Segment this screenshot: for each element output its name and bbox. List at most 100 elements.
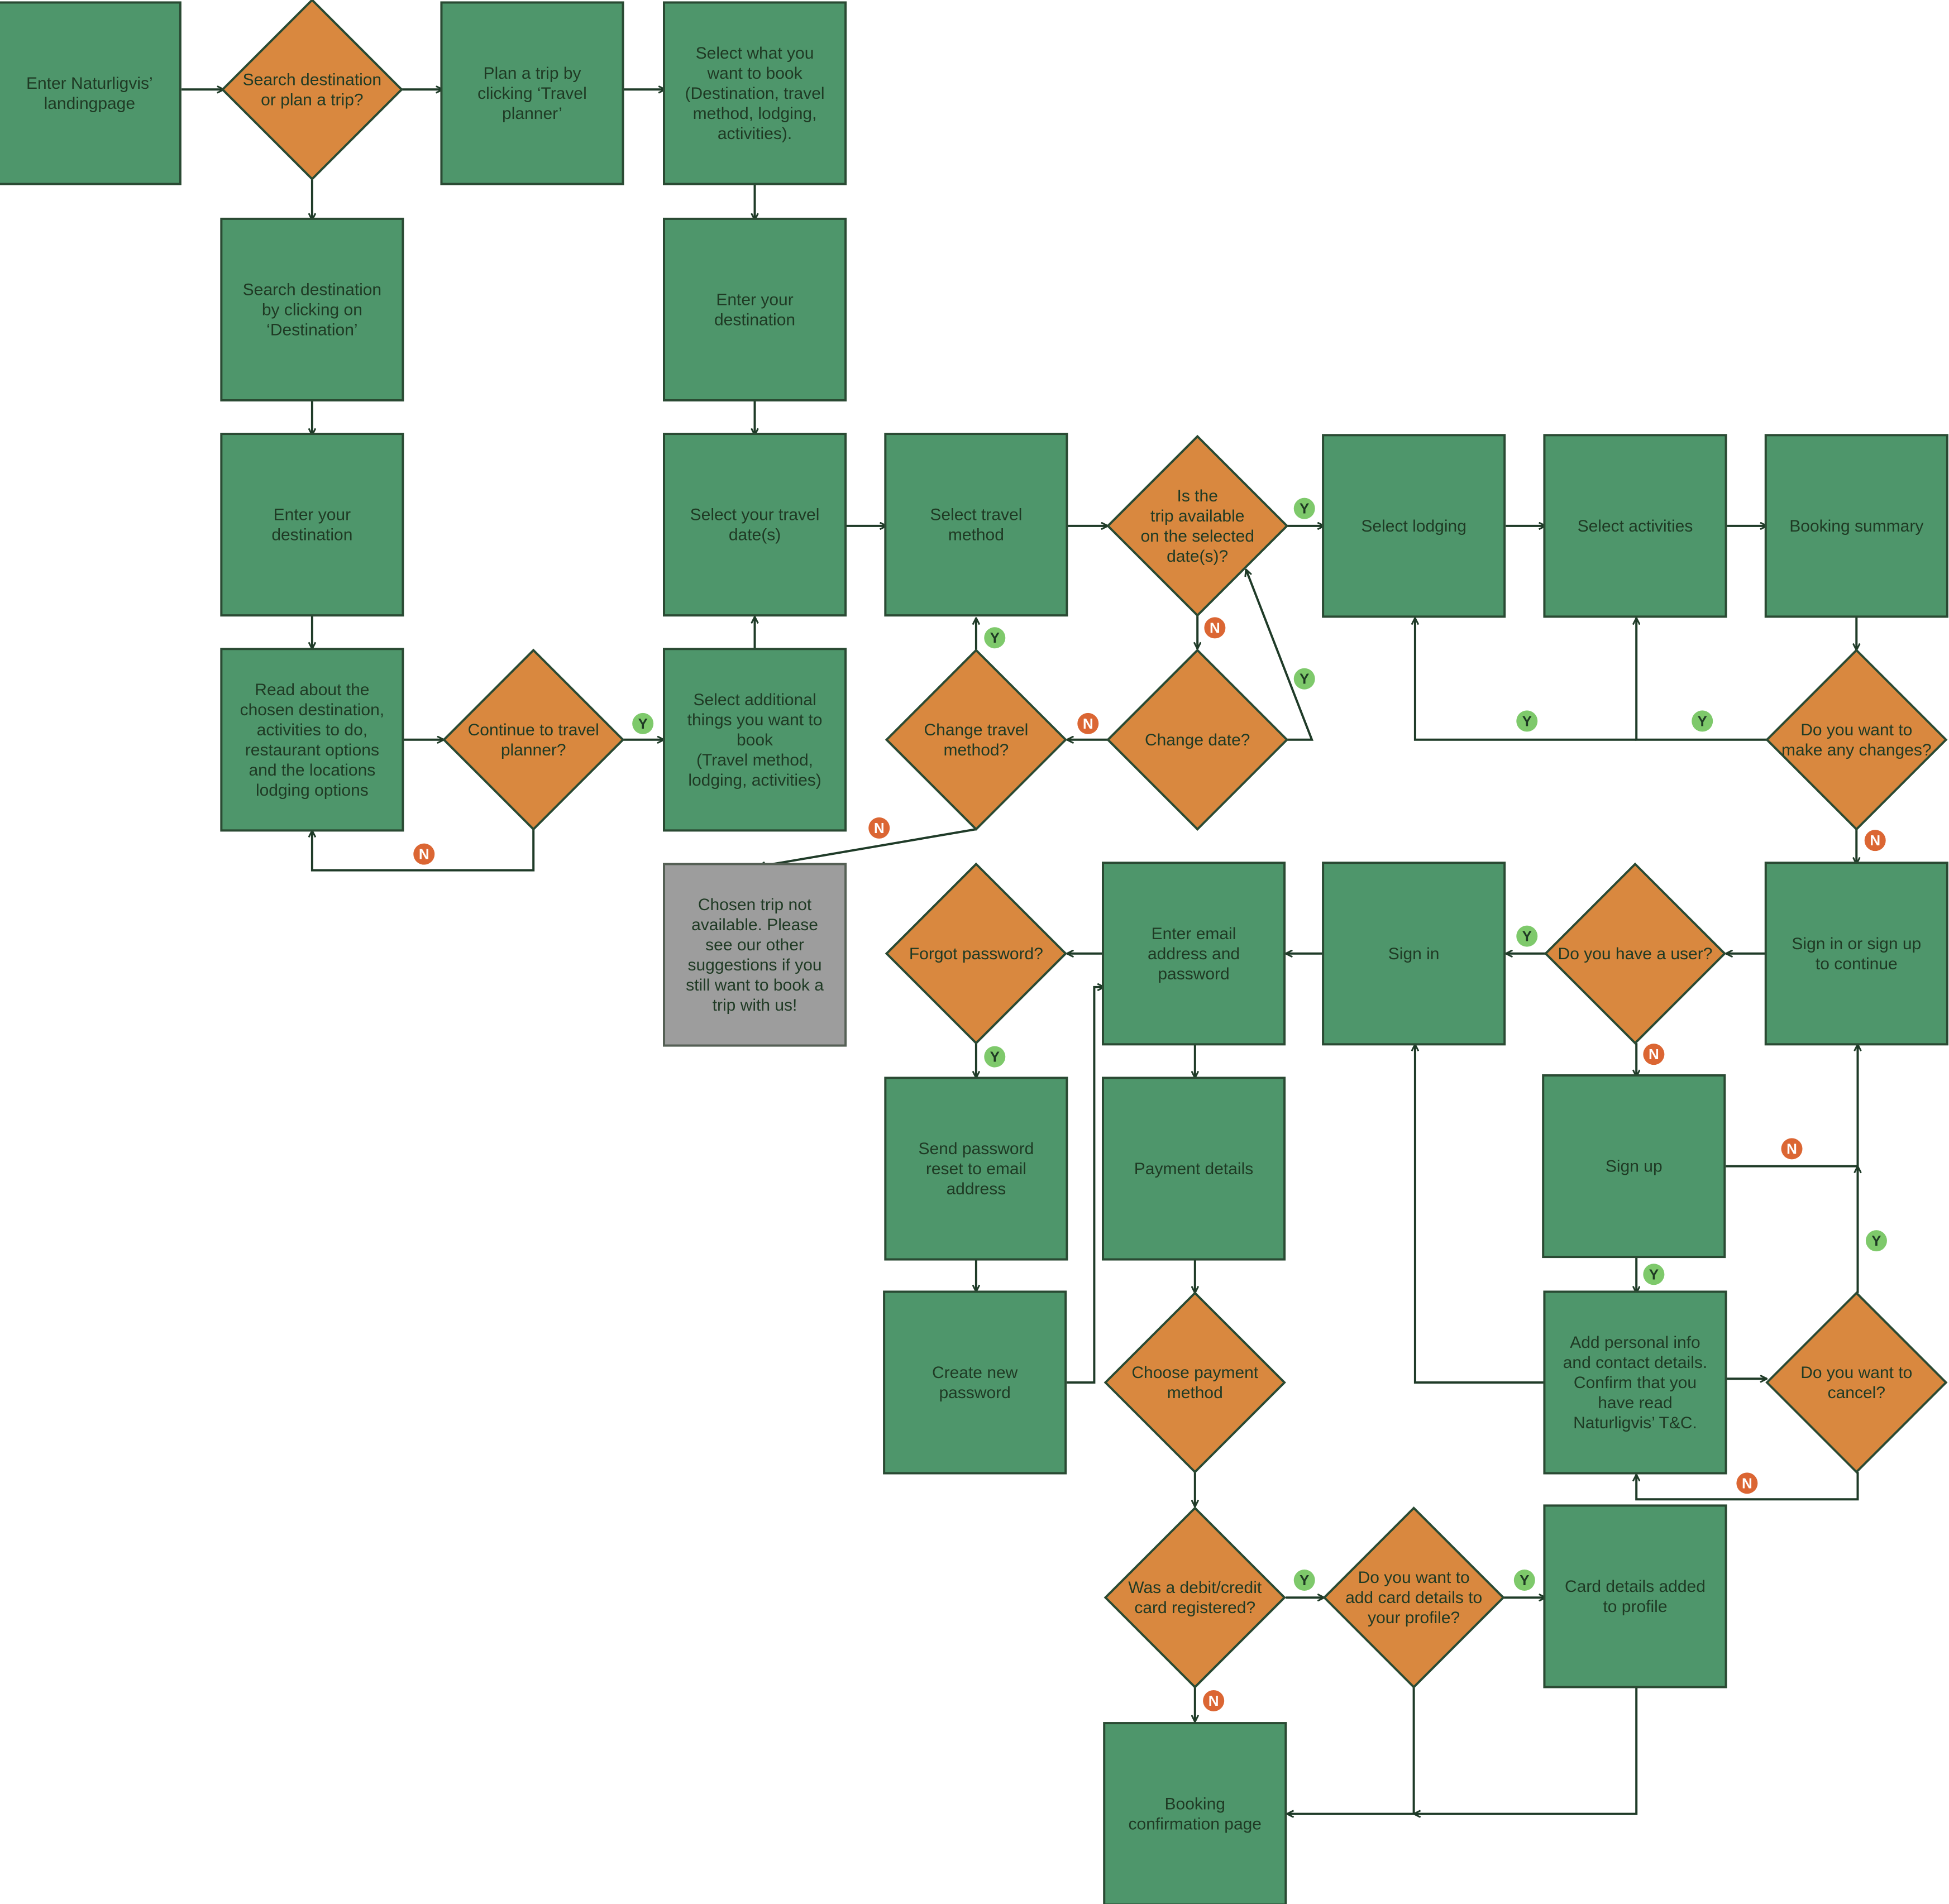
payment-details-box: Payment details — [1101, 1077, 1286, 1261]
badge-label: N — [1208, 1692, 1219, 1709]
yes-badge: Y — [1865, 1230, 1887, 1252]
decision-shape — [885, 862, 1068, 1045]
node-label-line: date(s) — [729, 526, 781, 544]
process-shape — [220, 217, 404, 401]
node-label-line: by clicking on — [262, 300, 362, 319]
node-label-line: add card details to — [1345, 1589, 1482, 1607]
badge-label: N — [1742, 1475, 1752, 1491]
decision-shape — [1544, 862, 1727, 1045]
node-label-line: book — [737, 731, 773, 749]
node-label-line: activities). — [718, 125, 792, 143]
badge-label: Y — [1649, 1266, 1659, 1283]
node-label-line: want to book — [706, 64, 802, 83]
enter-landingpage-box: Enter Naturligvis’landingpage — [0, 1, 181, 185]
process-shape — [1764, 862, 1948, 1046]
no-badge: N — [1643, 1044, 1665, 1065]
decision-shape — [1106, 434, 1289, 617]
node-label-line: card registered? — [1134, 1599, 1255, 1617]
yes-badge: Y — [1692, 710, 1713, 732]
node-label-line: lodging options — [256, 781, 369, 800]
node-label-line: method? — [944, 741, 1009, 759]
process-shape — [663, 648, 847, 832]
edge-n18-to-n10 — [1246, 570, 1314, 741]
process-shape — [884, 433, 1068, 617]
badge-label: Y — [1300, 671, 1309, 687]
node-label-line: Booking — [1165, 1795, 1225, 1814]
node-label-line: Is the — [1177, 487, 1218, 505]
badge-label: N — [1870, 832, 1880, 849]
node-label-line: things you want to — [687, 711, 823, 729]
process-shape — [1764, 434, 1948, 618]
process-shape — [220, 433, 404, 617]
node-label-line: password — [1158, 965, 1229, 983]
node-label-line: on the selected — [1140, 527, 1254, 546]
node-label-line: Select lodging — [1361, 517, 1466, 535]
node-label-line: and contact details. — [1563, 1353, 1708, 1372]
badge-label: Y — [638, 715, 647, 732]
no-badge: N — [1781, 1138, 1803, 1160]
process-shape — [220, 648, 404, 832]
process-shape — [1542, 1074, 1726, 1259]
process-shape — [1543, 1290, 1727, 1475]
yes-badge: Y — [984, 627, 1006, 649]
terminal-shape — [663, 863, 847, 1047]
node-label-line: available. Please — [691, 916, 818, 934]
decision-shape — [221, 0, 404, 181]
node-label-line: Select travel — [930, 506, 1022, 524]
change-date-decision: Change date? — [1106, 648, 1289, 831]
process-shape — [0, 1, 181, 185]
node-label-line: (Destination, travel — [685, 84, 824, 103]
edge-n34-to-n36 — [1287, 1687, 1415, 1814]
node-label-line: method, lodging, — [693, 104, 817, 123]
badge-label: Y — [990, 629, 1000, 646]
node-label-line: make any changes? — [1781, 741, 1932, 759]
node-label-line: Sign in or sign up — [1792, 935, 1921, 953]
decision-shape — [442, 648, 625, 831]
select-lodging-box: Select lodging — [1322, 434, 1506, 618]
node-label-line: to continue — [1816, 955, 1898, 973]
edge-n31-to-n23 — [1415, 1044, 1546, 1384]
node-label-line: Enter your — [716, 290, 793, 309]
edges-layer — [181, 89, 1857, 1814]
process-shape — [1322, 862, 1506, 1046]
sign-in-or-up-box: Sign in or sign up to continue — [1764, 862, 1948, 1046]
edge-n19-to-n11 — [1415, 618, 1637, 741]
yes-badge: Y — [1293, 1570, 1315, 1591]
decision-shape — [1765, 1291, 1948, 1474]
badge-label: Y — [1522, 712, 1532, 729]
badge-label: N — [1649, 1046, 1659, 1063]
badge-label: N — [1210, 619, 1220, 636]
node-label-line: (Travel method, — [696, 751, 813, 769]
edge-n15-to-n14 — [312, 829, 535, 872]
node-label-line: ‘Destination’ — [266, 320, 357, 339]
edge-n32-to-n31 — [1636, 1472, 1859, 1501]
decision-shape — [1322, 1506, 1505, 1689]
node-label-line: landingpage — [44, 94, 136, 113]
node-label-line: method — [1167, 1384, 1223, 1402]
node-label-line: Payment details — [1134, 1160, 1253, 1178]
node-label-line: your profile? — [1368, 1609, 1460, 1627]
badge-label: N — [874, 820, 885, 836]
node-label-line: suggestions if you — [687, 956, 821, 974]
node-label-line: destination — [271, 526, 352, 544]
node-label-line: have read — [1598, 1394, 1672, 1412]
badge-label: Y — [990, 1049, 1000, 1065]
badge-label: Y — [1522, 928, 1532, 945]
yes-badge: Y — [1516, 925, 1538, 947]
no-badge: N — [868, 817, 890, 839]
